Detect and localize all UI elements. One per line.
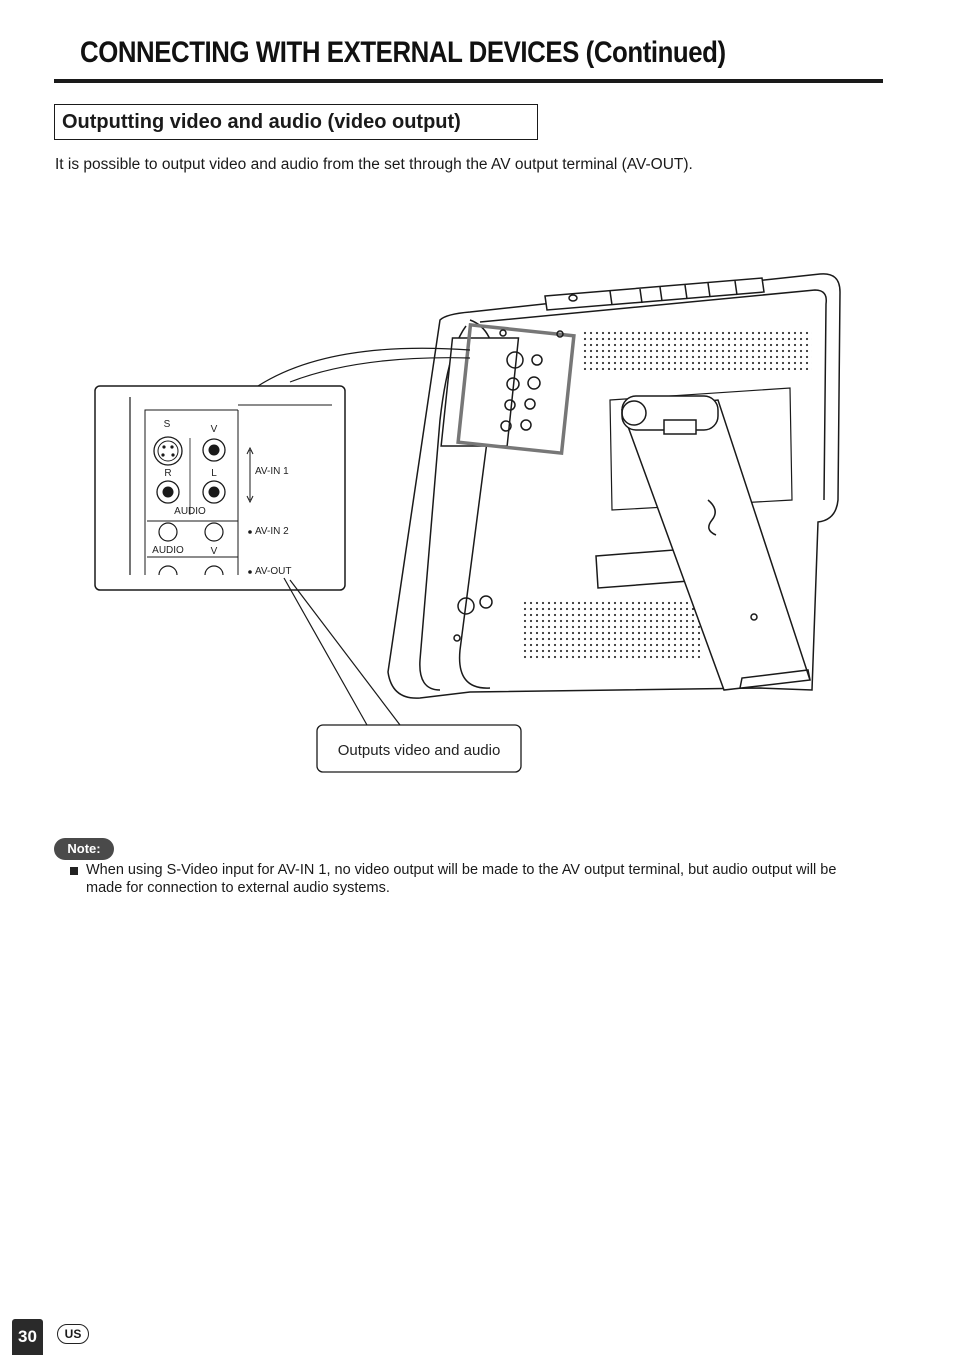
label-s: S	[164, 419, 171, 430]
label-audio-top: AUDIO	[174, 506, 206, 517]
callout-text: Outputs video and audio	[338, 742, 501, 759]
terminal-detail-box: S V R L AUDIO AUDIO V AV-IN 1 AV-IN 2 AV…	[94, 385, 346, 591]
note-item: When using S-Video input for AV-IN 1, no…	[70, 862, 870, 897]
bullet-square-icon	[70, 867, 78, 875]
region-badge: US	[57, 1324, 89, 1344]
label-audio-bottom: AUDIO	[152, 545, 184, 556]
page-number: 30	[12, 1319, 43, 1355]
label-av-out: AV-OUT	[255, 566, 291, 577]
label-l: L	[211, 468, 217, 479]
note-text: When using S-Video input for AV-IN 1, no…	[86, 862, 837, 896]
intro-paragraph: It is possible to output video and audio…	[55, 156, 693, 173]
device-illustration: S V R L AUDIO AUDIO V AV-IN 1 AV-IN 2 AV…	[94, 273, 841, 773]
label-av-in-1: AV-IN 1	[255, 466, 289, 477]
label-r: R	[164, 468, 171, 479]
title-rule	[54, 79, 883, 83]
monitor-back-drawing	[387, 273, 841, 699]
output-callout: Outputs video and audio	[283, 577, 522, 773]
label-av-in-2: AV-IN 2	[255, 526, 289, 537]
label-v-bottom: V	[211, 546, 218, 557]
note-badge: Note:	[54, 838, 114, 860]
page-title: CONNECTING WITH EXTERNAL DEVICES (Contin…	[80, 36, 726, 69]
section-heading: Outputting video and audio (video output…	[54, 104, 538, 140]
label-v-top: V	[211, 424, 218, 435]
